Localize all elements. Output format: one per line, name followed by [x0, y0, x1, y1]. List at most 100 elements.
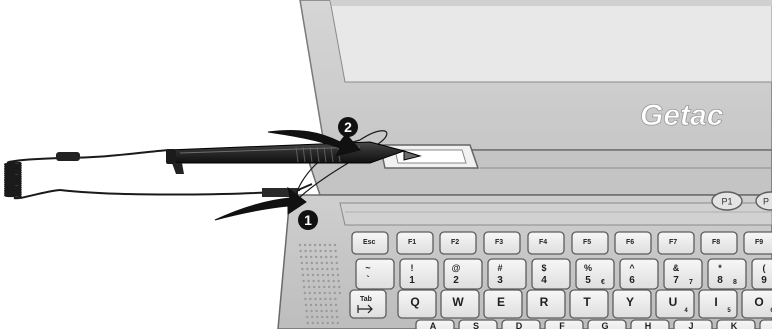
key-num-0[interactable]: ~` — [356, 259, 394, 289]
key-num-9[interactable]: (99 — [752, 259, 772, 289]
key-f2[interactable]: F2 — [440, 232, 476, 254]
key-o[interactable]: O6 — [742, 290, 772, 318]
key-f[interactable]: F — [545, 320, 583, 329]
grille-hole — [321, 268, 323, 270]
key-label: Tab — [360, 296, 372, 303]
callout-1: 1 — [298, 210, 318, 230]
key-t[interactable]: T — [570, 290, 608, 318]
grille-hole — [302, 280, 304, 282]
grille-hole — [319, 244, 321, 246]
key-num-2[interactable]: @2 — [444, 259, 482, 289]
key-f8[interactable]: F8 — [701, 232, 737, 254]
grille-hole — [321, 316, 323, 318]
grille-hole — [319, 292, 321, 294]
p2-button-label: P — [763, 197, 769, 207]
key-w[interactable]: W — [441, 290, 479, 318]
grille-hole — [329, 292, 331, 294]
grille-hole — [304, 250, 306, 252]
key-f7[interactable]: F7 — [658, 232, 694, 254]
key-f3[interactable]: F3 — [484, 232, 520, 254]
key-label: G — [601, 321, 608, 329]
callout-2: 2 — [338, 117, 358, 137]
grille-hole — [309, 250, 311, 252]
key-label: % — [584, 263, 592, 273]
key-label: I — [714, 295, 717, 309]
grille-hole — [312, 274, 314, 276]
grille-hole — [337, 274, 339, 276]
grille-hole — [316, 268, 318, 270]
key-label: 4 — [541, 275, 547, 286]
key-d[interactable]: D — [502, 320, 540, 329]
grille-hole — [331, 262, 333, 264]
key-tab[interactable]: Tab — [350, 290, 386, 318]
key-num-3[interactable]: #3 — [488, 259, 526, 289]
key-f4[interactable]: F4 — [528, 232, 564, 254]
key-label: @ — [452, 263, 461, 273]
grille-hole — [339, 292, 341, 294]
key-label: F7 — [669, 239, 677, 246]
grille-hole — [334, 244, 336, 246]
key-num-5[interactable]: %5€ — [576, 259, 614, 289]
key-g[interactable]: G — [588, 320, 626, 329]
key-f6[interactable]: F6 — [615, 232, 651, 254]
key-label: 7 — [689, 279, 693, 286]
key-j[interactable]: J — [674, 320, 712, 329]
key-num-1[interactable]: !1 — [400, 259, 438, 289]
key-s[interactable]: S — [459, 320, 497, 329]
key-label: 1 — [409, 275, 415, 286]
key-i[interactable]: I5 — [699, 290, 737, 318]
grille-hole — [306, 268, 308, 270]
key-label: D — [516, 321, 523, 329]
key-label: 9 — [761, 275, 767, 286]
grille-hole — [329, 250, 331, 252]
key-label: 6 — [629, 275, 635, 286]
key-label: * — [718, 263, 722, 273]
grille-hole — [330, 304, 332, 306]
grille-hole — [334, 298, 336, 300]
grille-hole — [309, 292, 311, 294]
key-label: O — [754, 295, 763, 309]
key-label: # — [497, 263, 502, 273]
p1-button[interactable]: P1 — [712, 192, 742, 210]
key-h[interactable]: H — [631, 320, 669, 329]
grille-hole — [301, 262, 303, 264]
key-r[interactable]: R — [527, 290, 565, 318]
grille-hole — [329, 298, 331, 300]
key-f9[interactable]: F9 — [744, 232, 772, 254]
key-label: Q — [410, 295, 419, 309]
key-l[interactable]: L — [760, 320, 772, 329]
key-label: F — [559, 321, 565, 329]
key-esc[interactable]: Esc — [352, 232, 388, 254]
grille-hole — [330, 310, 332, 312]
key-label: E — [497, 295, 505, 309]
key-k[interactable]: K — [717, 320, 755, 329]
key-q[interactable]: Q — [398, 290, 436, 318]
grille-hole — [304, 298, 306, 300]
key-num-6[interactable]: ^6 — [620, 259, 658, 289]
grille-hole — [326, 268, 328, 270]
key-u[interactable]: U4 — [656, 290, 694, 318]
key-y[interactable]: Y — [613, 290, 651, 318]
key-e[interactable]: E — [484, 290, 522, 318]
grille-hole — [309, 244, 311, 246]
key-f1[interactable]: F1 — [397, 232, 433, 254]
key-label: F8 — [712, 239, 720, 246]
key-label: $ — [541, 263, 546, 273]
grille-hole — [334, 292, 336, 294]
key-label: & — [673, 263, 680, 273]
grille-hole — [320, 310, 322, 312]
key-label: ^ — [629, 263, 635, 273]
grille-hole — [305, 256, 307, 258]
key-label: F2 — [451, 239, 459, 246]
key-label: ` — [366, 275, 369, 286]
key-label: H — [645, 321, 652, 329]
brand-logo: Getac — [640, 99, 724, 132]
grille-hole — [314, 292, 316, 294]
key-f5[interactable]: F5 — [572, 232, 608, 254]
key-num-4[interactable]: $4 — [532, 259, 570, 289]
key-label: J — [688, 321, 693, 329]
key-a[interactable]: A — [416, 320, 454, 329]
key-label: A — [430, 321, 437, 329]
